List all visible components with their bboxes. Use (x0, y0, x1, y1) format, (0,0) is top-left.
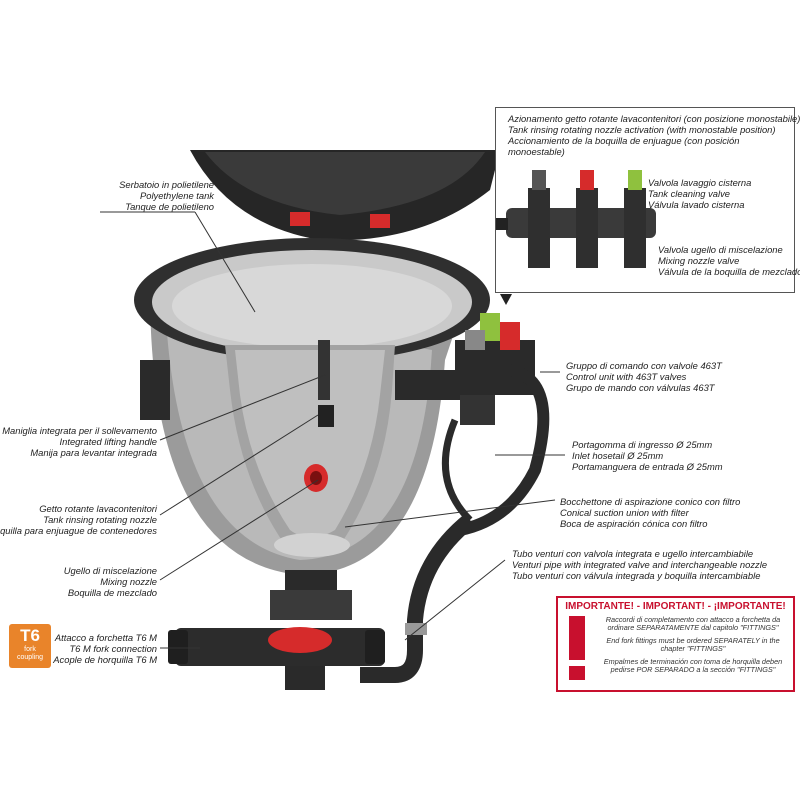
nozzle-activation-label: Azionamento getto rotante lavacontenitor… (508, 113, 800, 157)
hose-small (441, 418, 473, 523)
tank-lid (190, 150, 500, 241)
important-text-it: Raccordi di completamento con attacco a … (605, 615, 781, 633)
control-unit-label: Gruppo di comando con valvole 463T Contr… (566, 360, 722, 393)
badge-line1: fork (24, 646, 36, 653)
lifting-handle-label: Maniglia integrata per il sollevamento I… (2, 425, 157, 458)
lifting-handle (318, 340, 330, 400)
badge-title: T6 (20, 626, 40, 645)
valve-detail-illustration (496, 170, 656, 268)
badge-line2: coupling (16, 654, 44, 661)
tank-cleaning-valve-label: Valvola lavaggio cisterna Tank cleaning … (648, 177, 752, 210)
inlet-hosetail-label: Portagomma di ingresso Ø 25mm Inlet hose… (572, 439, 723, 472)
venturi-pipe (360, 513, 476, 683)
tank-label: Serbatoio in polietilene Polyethylene ta… (119, 179, 214, 212)
valve-detail-inset: Azionamento getto rotante lavacontenitor… (495, 107, 800, 293)
important-text: Raccordi di completamento con attacco a … (598, 615, 788, 678)
important-text-en: End fork fittings must be ordered SEPARA… (606, 635, 780, 654)
hose (458, 364, 550, 536)
exclamation-icon (569, 616, 585, 680)
fork-connection (168, 570, 385, 690)
fork-connection-label: Attacco a forchetta T6 M T6 M fork conne… (53, 632, 157, 665)
rinsing-nozzle (304, 464, 328, 492)
arrow-down-icon (500, 294, 512, 305)
important-text-es: Empalmes de terminación con toma de horq… (603, 656, 783, 675)
mixing-nozzle-valve-label: Valvola ugello di miscelazione Mixing no… (658, 244, 800, 277)
hinge-red (290, 212, 310, 226)
hinge-red (370, 214, 390, 228)
rinsing-nozzle-label: Getto rotante lavacontenitori Tank rinsi… (0, 503, 157, 536)
lifting-handle-grip (318, 405, 334, 427)
polyethylene-tank (134, 238, 490, 575)
important-notice: IMPORTANTE! - IMPORTANT! - ¡IMPORTANTE! … (556, 596, 795, 692)
important-title: IMPORTANTE! - IMPORTANT! - ¡IMPORTANTE! (565, 601, 786, 612)
suction-union-label: Bocchettone di aspirazione conico con fi… (560, 496, 741, 529)
mixing-nozzle-label: Ugello di miscelazione Mixing nozzle Boq… (63, 565, 157, 598)
venturi-pipe-label: Tubo venturi con valvola integrata e uge… (512, 548, 768, 581)
t6-fork-coupling-badge: T6 fork coupling (9, 624, 51, 668)
pipe-clamp (405, 623, 427, 635)
